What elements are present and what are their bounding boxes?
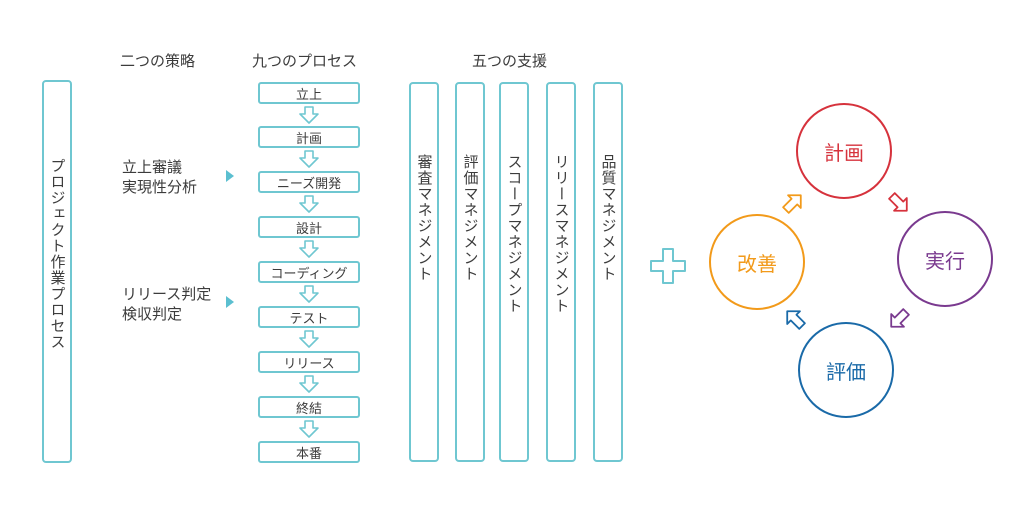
support-box-1: 審査マネジメント bbox=[409, 82, 439, 462]
process-step: ニーズ開発 bbox=[258, 171, 360, 193]
process-step: 計画 bbox=[258, 126, 360, 148]
strategy-1: 立上審議実現性分析 bbox=[122, 157, 197, 197]
process-step: コーディング bbox=[258, 261, 360, 283]
process-step: 立上 bbox=[258, 82, 360, 104]
act-label: 改善 bbox=[737, 251, 777, 276]
strategy-2: リリース判定検収判定 bbox=[122, 284, 211, 324]
check-circle: 評価 bbox=[798, 322, 894, 418]
strategy-1-arrow bbox=[226, 170, 234, 182]
down-arrow-icon bbox=[299, 375, 319, 393]
support-heading: 五つの支援 bbox=[472, 52, 548, 70]
process-step: リリース bbox=[258, 351, 360, 373]
down-arrow-icon bbox=[299, 330, 319, 348]
plus-icon bbox=[650, 248, 686, 284]
arrow-check-to-act-icon bbox=[786, 310, 806, 330]
project-process-label: プロジェクト作業プロセス bbox=[48, 158, 67, 350]
process-step: 設計 bbox=[258, 216, 360, 238]
plan-circle: 計画 bbox=[796, 103, 892, 199]
strategy-line: リリース判定 bbox=[122, 285, 212, 303]
down-arrow-icon bbox=[299, 285, 319, 303]
support-label-3: スコープマネジメント bbox=[505, 154, 524, 314]
support-label-4: リリースマネジメント bbox=[552, 154, 571, 314]
down-arrow-icon bbox=[299, 106, 319, 124]
strategies-heading: 二つの策略 bbox=[120, 52, 196, 70]
support-box-3: スコープマネジメント bbox=[499, 82, 529, 462]
strategy-line: 検収判定 bbox=[122, 305, 183, 323]
strategy-1-text: 立上審議実現性分析 bbox=[122, 157, 197, 197]
support-box-4: リリースマネジメント bbox=[546, 82, 576, 462]
process-step: テスト bbox=[258, 306, 360, 328]
support-box-2: 評価マネジメント bbox=[455, 82, 485, 462]
support-box-5: 品質マネジメント bbox=[593, 82, 623, 462]
do-circle: 実行 bbox=[897, 211, 993, 307]
do-label: 実行 bbox=[925, 248, 965, 273]
arrow-do-to-check-icon bbox=[890, 308, 910, 328]
check-label: 評価 bbox=[826, 359, 866, 384]
act-circle: 改善 bbox=[709, 214, 805, 310]
strategy-line: 立上審議 bbox=[122, 158, 183, 176]
project-process-box: プロジェクト作業プロセス bbox=[42, 80, 72, 463]
strategy-line: 実現性分析 bbox=[122, 178, 198, 196]
support-label-2: 評価マネジメント bbox=[461, 154, 480, 282]
strategy-2-arrow bbox=[226, 296, 234, 308]
strategy-2-text: リリース判定検収判定 bbox=[122, 284, 211, 324]
plan-label: 計画 bbox=[824, 140, 864, 165]
processes-heading: 九つのプロセス bbox=[252, 52, 358, 70]
process-step: 本番 bbox=[258, 441, 360, 463]
down-arrow-icon bbox=[299, 420, 319, 438]
support-label-1: 審査マネジメント bbox=[415, 154, 434, 282]
down-arrow-icon bbox=[299, 195, 319, 213]
process-step: 終結 bbox=[258, 396, 360, 418]
support-label-5: 品質マネジメント bbox=[599, 154, 618, 282]
arrow-plan-to-do-icon bbox=[888, 192, 908, 212]
down-arrow-icon bbox=[299, 150, 319, 168]
arrow-act-to-plan-icon bbox=[782, 194, 802, 214]
down-arrow-icon bbox=[299, 240, 319, 258]
